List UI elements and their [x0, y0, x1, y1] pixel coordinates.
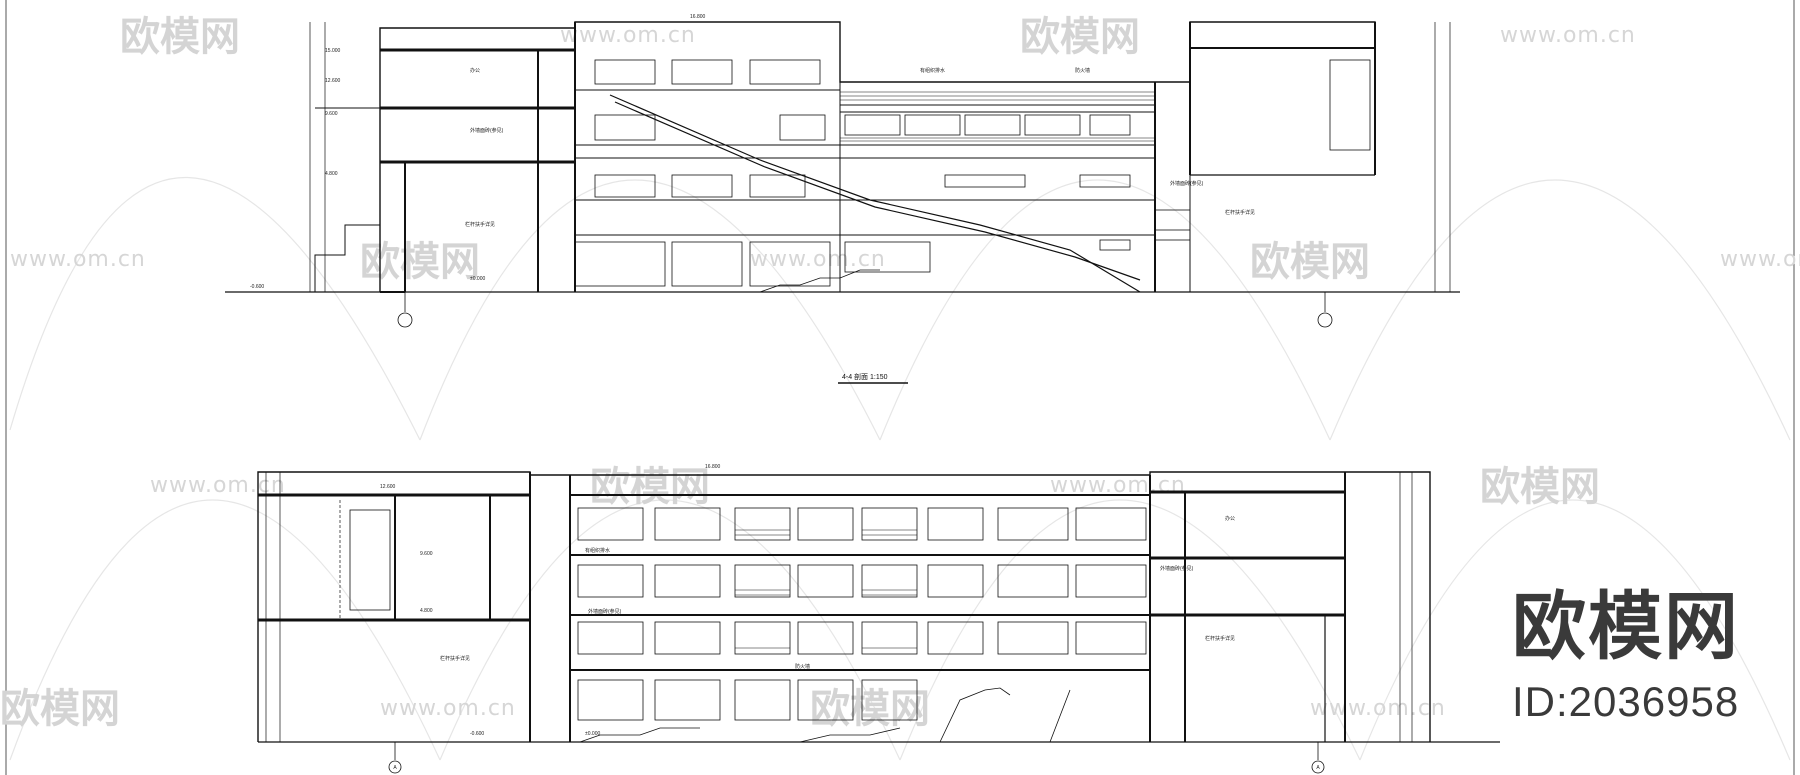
note-label: 栏杆扶手详见 — [1205, 635, 1235, 642]
watermark-brand: 欧模网 — [120, 14, 240, 60]
watermark-url: www.om.cn — [380, 696, 516, 721]
level-label: 4.800 — [420, 608, 433, 614]
note-label: 栏杆扶手详见 — [1225, 209, 1255, 216]
note-label: 外墙面砖(参见) — [470, 127, 504, 134]
level-label: 9.600 — [420, 551, 433, 557]
level-label: 4.800 — [325, 171, 338, 177]
brand-id: ID:2036958 — [1512, 678, 1740, 725]
note-label: 防火墙 — [795, 663, 810, 670]
watermark-brand: 欧模网 — [0, 686, 120, 732]
note-label: 有组织排水 — [920, 67, 945, 74]
level-label: ±0.000 — [470, 276, 485, 282]
grid-axis-label: A — [393, 765, 397, 771]
watermark-url: www.om.cn — [1050, 473, 1186, 498]
note-label: 外墙面砖(参见) — [1160, 565, 1194, 572]
watermark-pattern — [9, 176, 1791, 761]
section-top-labels: -0.600 ±0.000 4.800 9.600 12.600 15.000 … — [250, 14, 1255, 290]
level-label: 15.000 — [325, 48, 341, 54]
watermark-url: www.om.cn — [1310, 696, 1446, 721]
watermark-group: 欧模网 欧模网 www.om.cn www.om.cn www.om.cn 欧模… — [0, 14, 1800, 732]
watermark-brand: 欧模网 — [360, 239, 480, 285]
level-label: -0.600 — [470, 731, 484, 737]
grid-axis-label: A — [1316, 765, 1320, 771]
watermark-brand: 欧模网 — [1480, 464, 1600, 510]
watermark-url: www.om.cn — [560, 23, 696, 48]
note-label: 栏杆扶手详见 — [465, 221, 495, 228]
watermark-brand: 欧模网 — [1020, 14, 1140, 60]
brand-block: 欧模网 ID:2036958 — [1512, 590, 1740, 726]
level-label: 16.800 — [690, 14, 706, 20]
level-label: ±0.000 — [585, 731, 600, 737]
level-label: 9.600 — [325, 111, 338, 117]
note-label: 栏杆扶手详见 — [440, 655, 470, 662]
level-label: 12.600 — [325, 78, 341, 84]
room-label: 办公 — [470, 67, 480, 74]
room-label: 办公 — [1225, 515, 1235, 522]
watermark-url: www.om.cn — [750, 247, 886, 272]
level-label: 16.800 — [705, 464, 721, 470]
section-bottom-labels: A A -0.600 ±0.000 4.800 9.600 12.600 16.… — [380, 464, 1320, 771]
section-drawing-top — [225, 21, 1460, 328]
level-label: -0.600 — [250, 284, 264, 290]
watermark-url: www.om.cn — [10, 247, 146, 272]
note-label: 外墙面砖(参见) — [1170, 180, 1204, 187]
note-label: 防火墙 — [1075, 67, 1090, 74]
level-label: 12.600 — [380, 484, 396, 490]
watermark-url: www.om.cn — [1500, 23, 1636, 48]
note-label: 外墙面砖(参见) — [588, 608, 622, 615]
watermark-url: www.om.cn — [1720, 247, 1800, 272]
brand-name: 欧模网 — [1512, 584, 1740, 670]
watermark-brand: 欧模网 — [810, 686, 930, 732]
section-drawing-bottom — [257, 471, 1500, 774]
note-label: 有组织排水 — [585, 547, 610, 554]
watermark-brand: 欧模网 — [1250, 239, 1370, 285]
watermark-brand: 欧模网 — [590, 464, 710, 510]
drawing-caption: 4-4 剖面 1:150 — [842, 372, 888, 381]
